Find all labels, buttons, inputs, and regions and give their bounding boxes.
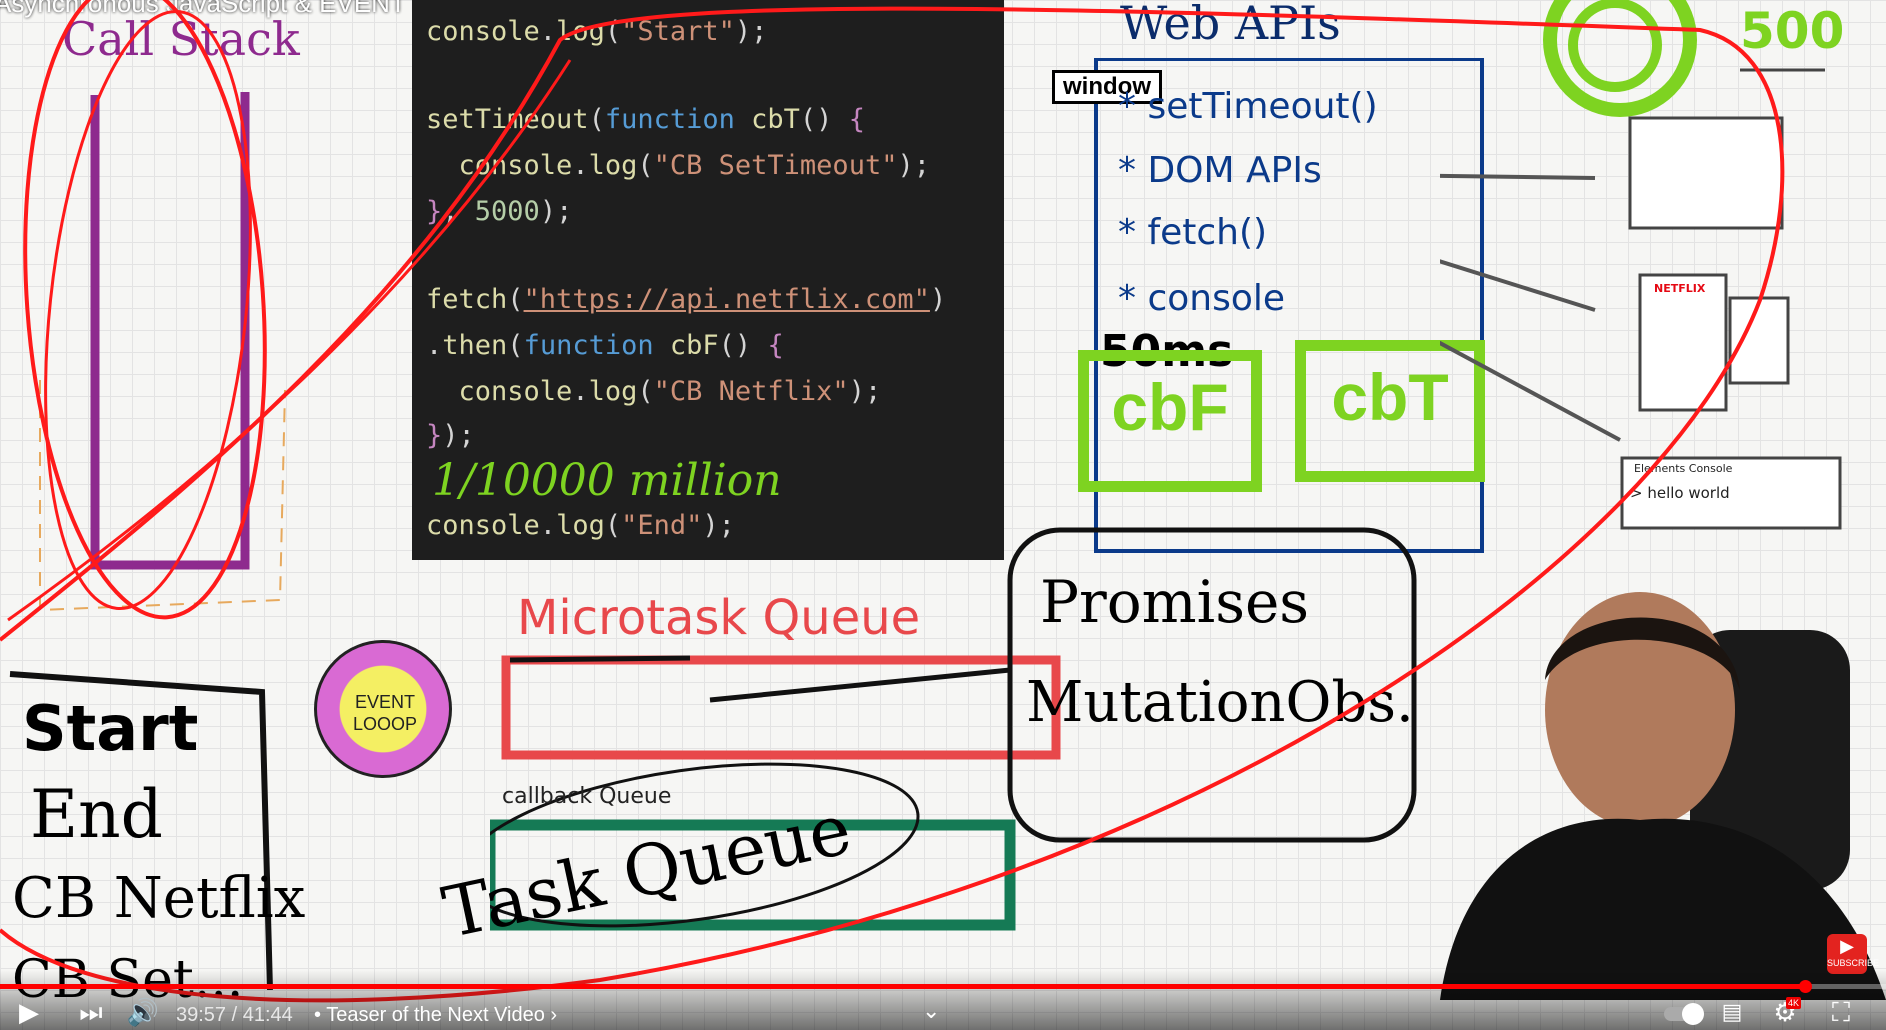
volume-icon[interactable]: 🔊 <box>126 997 160 1027</box>
time-current: 39:57 <box>176 1004 227 1026</box>
handwritten-note: 1/10000 million <box>432 455 782 506</box>
callback-queue-label: callback Queue <box>502 784 672 809</box>
code-line-10: }); <box>426 420 475 451</box>
api-item-settimeout: * setTimeout() <box>1118 86 1378 127</box>
code-line-9: console.log("CB Netflix"); <box>458 376 882 407</box>
api-item-console: * console <box>1118 278 1286 319</box>
devtools-output: > hello world <box>1630 484 1730 502</box>
presenter-video <box>1440 592 1886 1000</box>
call-stack-label: Call Stack <box>62 12 300 66</box>
event-loop-label: EVENT LOOOP <box>352 692 418 734</box>
console-line-end: End <box>30 776 163 853</box>
progress-bar[interactable] <box>0 980 1886 993</box>
devtools-tabs: Elements Console <box>1634 462 1733 475</box>
code-line-4: console.log("CB SetTimeout"); <box>458 150 930 181</box>
console-line-cbnetflix: CB Netflix <box>12 866 306 931</box>
settings-gear-icon[interactable]: ⚙ 4K <box>1773 997 1802 1027</box>
code-line-1: console.log("Start"); <box>426 16 768 47</box>
code-line-12: console.log("End"); <box>426 510 735 541</box>
subscribe-badge[interactable]: ▶ SUBSCRIBE <box>1827 934 1880 974</box>
event-loop-icon: EVENT LOOOP <box>314 640 452 778</box>
api-item-dom: * DOM APIs <box>1118 150 1322 191</box>
next-button[interactable]: ⏭ <box>79 997 103 1027</box>
netflix-label: NETFLIX <box>1654 282 1706 295</box>
cbf-box: cbF <box>1078 350 1262 492</box>
time-display: 39:57 / 41:44 <box>176 1004 293 1027</box>
code-line-3: setTimeout(function cbT() { <box>426 104 865 135</box>
autoplay-toggle[interactable] <box>1656 995 1708 1029</box>
browser-sketches <box>1440 0 1842 530</box>
chapter-label: • Teaser of the Next Video <box>314 1004 545 1026</box>
microtask-queue-box <box>490 527 1417 931</box>
captions-icon[interactable]: ▤ <box>1721 999 1743 1024</box>
quality-badge: 4K <box>1786 997 1802 1009</box>
play-button[interactable]: ▶ <box>19 997 39 1027</box>
microtask-source-mutation: MutationObs. <box>1026 670 1414 735</box>
fullscreen-exit-icon[interactable]: ⛶ <box>1831 997 1851 1027</box>
microtask-queue-label: Microtask Queue <box>517 590 921 646</box>
time-total: 41:44 <box>242 1004 293 1026</box>
chapter-title[interactable]: • Teaser of the Next Video › <box>314 1004 557 1027</box>
web-apis-box <box>1094 58 1484 553</box>
cbt-box: cbT <box>1295 340 1485 482</box>
code-line-7: fetch("https://api.netflix.com") <box>426 284 947 315</box>
player-controls <box>0 970 1886 1030</box>
console-output-box <box>9 671 273 990</box>
window-label: window <box>1052 70 1162 104</box>
code-line-8: .then(function cbF() { <box>426 330 784 361</box>
code-editor: console.log("Start"); setTimeout(functio… <box>412 0 1004 560</box>
chevron-down-icon[interactable]: ⌄ <box>922 998 941 1023</box>
subscribe-text: SUBSCRIBE <box>1827 958 1880 968</box>
progress-knob[interactable] <box>1798 980 1812 993</box>
time-separator: / <box>231 1004 238 1026</box>
chevron-right-icon: › <box>550 1004 558 1026</box>
progress-fill <box>0 984 1805 989</box>
number-500: 500 <box>1740 2 1845 60</box>
console-line-start: Start <box>22 692 199 765</box>
microtask-source-promises: Promises <box>1040 568 1310 636</box>
web-apis-label: Web APIs <box>1120 0 1341 50</box>
api-item-fetch: * fetch() <box>1118 212 1268 253</box>
